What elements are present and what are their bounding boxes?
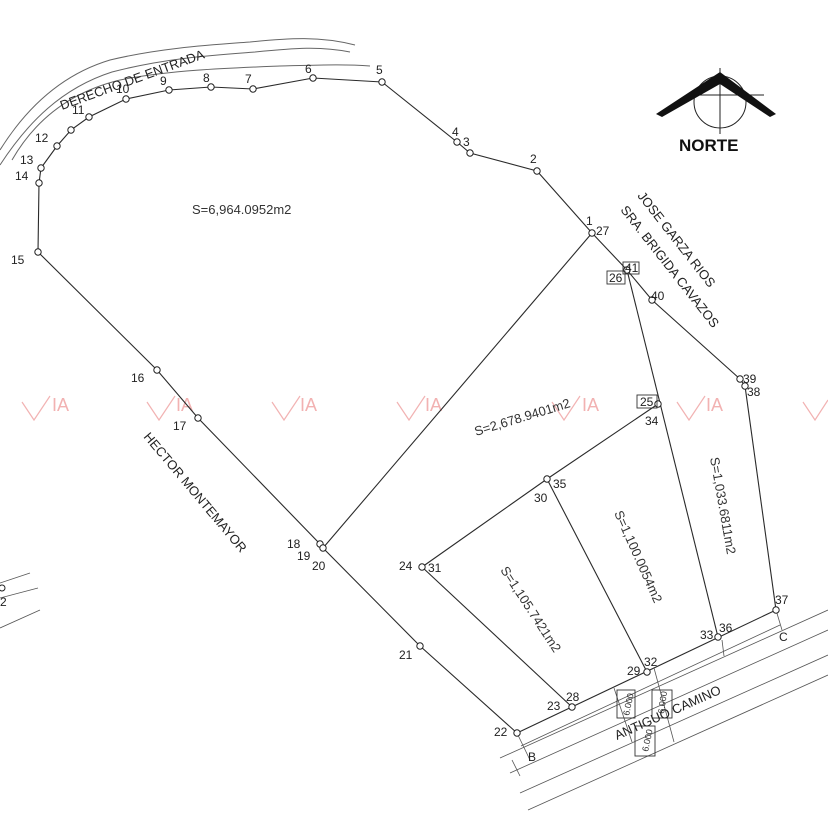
label-33: 33	[700, 628, 714, 642]
antiguo-camino-road	[499, 609, 828, 811]
svg-text:IA: IA	[300, 395, 317, 415]
label-34: 34	[645, 414, 659, 428]
label-7: 7	[245, 72, 252, 86]
dim-3: 6.000	[640, 728, 654, 752]
subdivision-lines	[421, 269, 777, 708]
derecho-de-entrada-label: DERECHO DE ENTRADA	[58, 46, 207, 112]
label-b: B	[528, 750, 536, 764]
label-11: 11	[72, 103, 85, 117]
label-31: 31	[428, 561, 442, 575]
label-29: 29	[627, 664, 641, 678]
label-22: 22	[494, 725, 508, 739]
svg-text:IA: IA	[425, 395, 442, 415]
dim-1: 6.000	[621, 692, 635, 716]
area-lot-2: S=2,678.9401m2	[472, 395, 571, 438]
label-25: 25	[640, 395, 654, 409]
survey-points	[0, 74, 780, 737]
area-lot-3: S=1,033.6811m2	[707, 456, 739, 556]
label-13: 13	[20, 153, 34, 167]
svg-text:IA: IA	[706, 395, 723, 415]
hector-montemayor-label: HECTOR MONTEMAYOR	[141, 429, 250, 555]
label-40: 40	[651, 289, 665, 303]
label-18: 18	[287, 537, 301, 551]
label-28: 28	[566, 690, 580, 704]
left-road-fragment	[0, 572, 41, 629]
svg-text:IA: IA	[52, 395, 69, 415]
label-10: 10	[116, 82, 130, 96]
area-lot-1: S=6,964.0952m2	[192, 202, 291, 217]
label-16: 16	[131, 371, 145, 385]
label-4: 4	[452, 125, 459, 139]
label-edge-2: 2	[0, 595, 7, 609]
label-1: 1	[586, 214, 593, 228]
dim-2: 6.000	[656, 691, 669, 715]
label-6: 6	[305, 62, 312, 76]
label-35: 35	[553, 477, 567, 491]
label-2: 2	[530, 152, 537, 166]
main-lot-boundary	[37, 77, 741, 734]
label-26: 26	[609, 271, 623, 285]
area-lot-5: S=1,105.7421m2	[497, 563, 564, 655]
point-labels: 5 6 7 8 9 10 11 12 13 14 15 16 17 18 19 …	[0, 62, 789, 764]
label-8: 8	[203, 71, 210, 85]
label-12: 12	[35, 131, 49, 145]
label-39: 39	[743, 372, 757, 386]
label-c: C	[779, 630, 788, 644]
label-5: 5	[376, 63, 383, 77]
dimension-marks: 6.000 6.000 6.000	[616, 689, 673, 757]
label-21: 21	[399, 648, 413, 662]
label-27: 27	[596, 224, 610, 238]
north-arrow: NORTE	[656, 68, 776, 155]
watermark-row: IA IA IA IA IA IA	[21, 395, 828, 422]
label-19: 19	[297, 549, 311, 563]
svg-text:IA: IA	[176, 395, 193, 415]
access-road	[0, 38, 371, 166]
label-20: 20	[312, 559, 326, 573]
label-41: 41	[625, 261, 639, 275]
north-arrow-icon	[656, 72, 776, 117]
label-24: 24	[399, 559, 413, 573]
label-9: 9	[160, 74, 167, 88]
label-14: 14	[15, 169, 29, 183]
area-lot-4: S=1,100.0054m2	[611, 508, 665, 605]
label-32: 32	[644, 655, 658, 669]
label-17: 17	[173, 419, 187, 433]
label-3: 3	[463, 135, 470, 149]
svg-text:IA: IA	[582, 395, 599, 415]
label-15: 15	[11, 253, 25, 267]
label-38: 38	[747, 385, 761, 399]
label-23: 23	[547, 699, 561, 713]
label-36: 36	[719, 621, 733, 635]
label-37: 37	[775, 593, 789, 607]
label-30: 30	[534, 491, 548, 505]
north-label: NORTE	[679, 136, 739, 155]
